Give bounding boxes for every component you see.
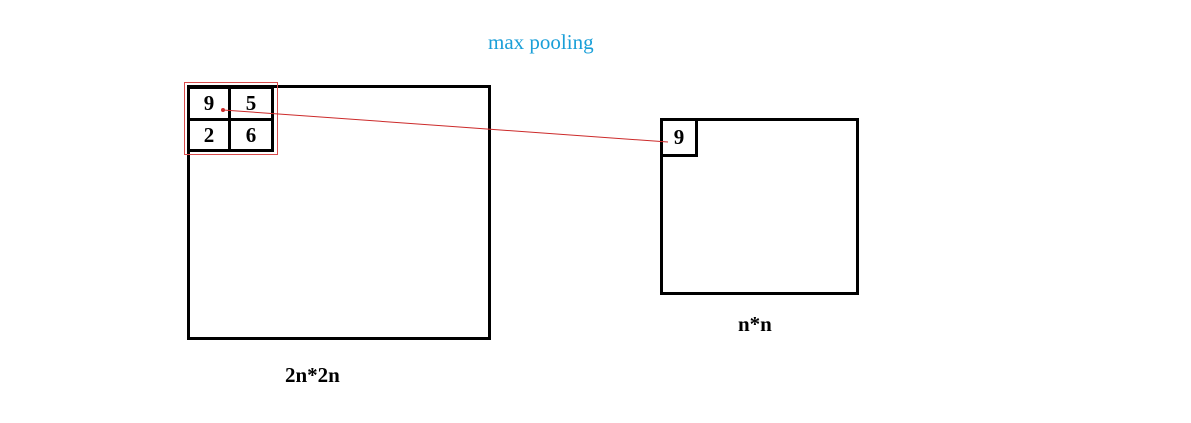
diagram-title: max pooling: [488, 30, 594, 54]
input-size-label: 2n*2n: [285, 363, 340, 387]
pooling-window-highlight: [184, 82, 278, 155]
input-feature-map: [187, 85, 491, 340]
output-size-label: n*n: [738, 312, 772, 336]
output-feature-map: [660, 118, 859, 295]
output-cell: 9: [660, 118, 698, 157]
